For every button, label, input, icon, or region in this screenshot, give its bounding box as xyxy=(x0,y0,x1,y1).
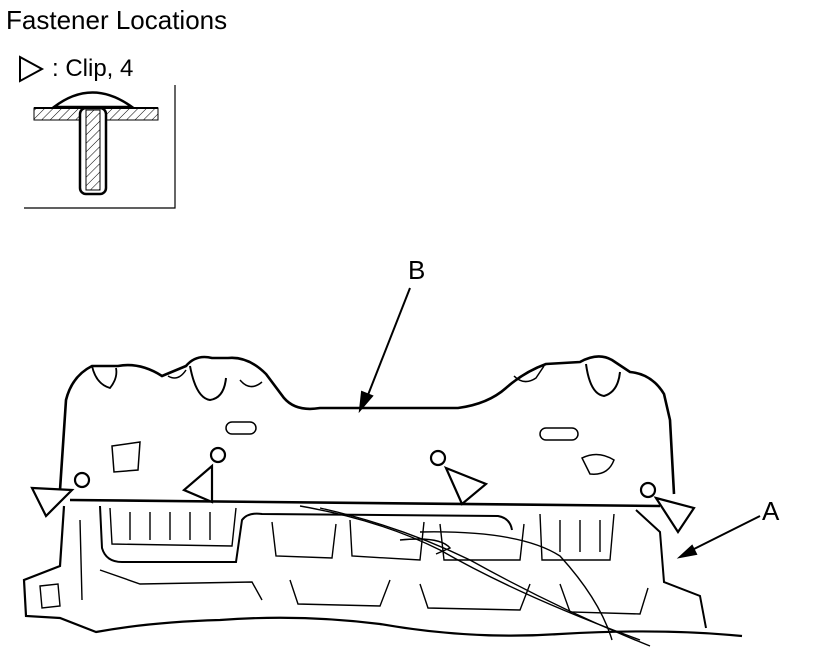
triangle-outline-icon xyxy=(653,496,696,535)
callout-label-a: A xyxy=(762,496,780,526)
legend-text: : Clip, 4 xyxy=(52,55,134,82)
triangle-outline-icon xyxy=(443,465,489,506)
callout-leaders xyxy=(358,287,761,559)
triangle-outline-icon xyxy=(19,55,45,83)
clip-marker-4 xyxy=(639,481,696,535)
clip-marker-1 xyxy=(30,471,91,518)
callout-label-b: B xyxy=(408,255,426,285)
clip-markers xyxy=(30,446,696,535)
clip-detail-inset xyxy=(24,85,176,209)
clip-marker-2 xyxy=(181,446,227,504)
clip-legend: : Clip, 4 xyxy=(16,54,133,84)
triangle-outline-icon xyxy=(181,463,214,504)
page-title: Fastener Locations xyxy=(6,5,228,35)
frame-a xyxy=(22,505,743,647)
triangle-outline-icon xyxy=(30,486,75,518)
clip-marker-3 xyxy=(429,449,489,506)
panel-b xyxy=(58,355,676,508)
